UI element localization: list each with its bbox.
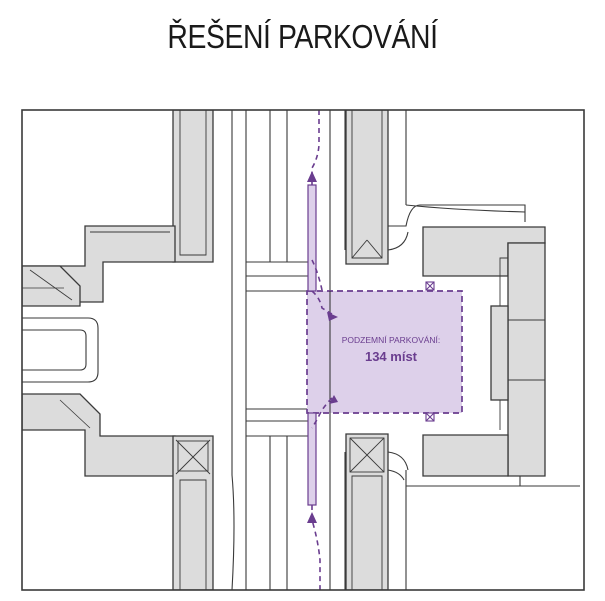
- map-frame: [21, 109, 585, 591]
- page-title: ŘEŠENÍ PARKOVÁNÍ: [167, 18, 438, 55]
- building-left-west: [22, 265, 81, 307]
- parking-zone: [306, 290, 463, 414]
- vent-icon-bottom: [425, 412, 435, 422]
- access-route: [311, 110, 333, 590]
- building-left-lower: [22, 393, 214, 590]
- ramp-north: [307, 184, 317, 292]
- parking-capacity: 134 míst: [365, 349, 418, 364]
- vent-icon-top: [425, 281, 435, 291]
- building-right-main: [422, 226, 546, 477]
- building-right-upper: [345, 110, 389, 265]
- map-content: [22, 110, 580, 590]
- courtyard-right: [387, 110, 580, 590]
- courtyard-left: [22, 317, 99, 383]
- parking-label: PODZEMNÍ PARKOVÁNÍ:: [342, 335, 441, 345]
- ramp-south: [307, 412, 317, 506]
- building-right-lower: [345, 433, 389, 590]
- route-arrows: [307, 171, 338, 523]
